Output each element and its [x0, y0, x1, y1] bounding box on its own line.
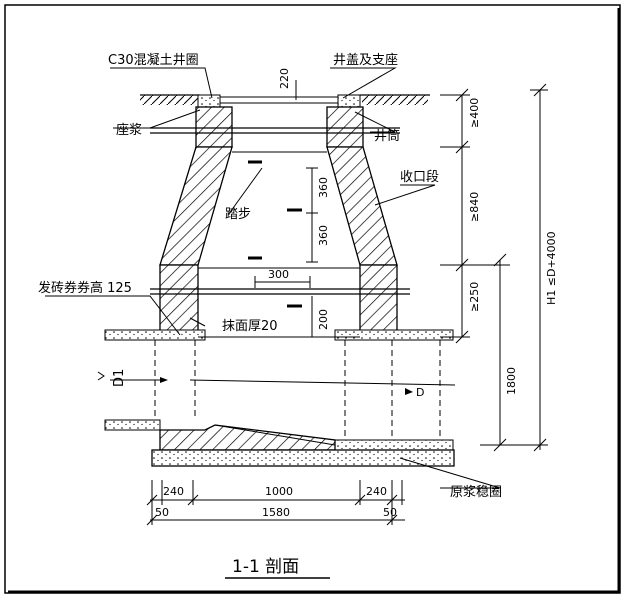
- dim-250: ≥250: [468, 282, 481, 312]
- dim-360-lower: 360: [317, 225, 330, 246]
- taper-wall-right: [326, 146, 398, 266]
- dim-1800: 1800: [505, 367, 518, 395]
- dim-220: 220: [278, 68, 291, 89]
- pipe-outlet-axis: [189, 379, 456, 386]
- label-pipe-inlet: D1: [112, 369, 127, 387]
- dim-1000: 1000: [265, 485, 293, 498]
- dim-240-left: 240: [163, 485, 184, 498]
- label-taper: 收口段: [400, 170, 439, 185]
- concrete-ring-right: [337, 94, 361, 108]
- break-lines: [150, 127, 410, 295]
- inner-dimensions: [254, 80, 318, 337]
- dim-400: ≥400: [468, 98, 481, 128]
- drawing-title: 1-1 剖面: [232, 557, 299, 577]
- label-concrete-ring: C30混凝土井圈: [108, 52, 199, 68]
- dim-240-right: 240: [366, 485, 387, 498]
- dim-200: 200: [317, 309, 330, 330]
- label-pipe-outlet: D: [416, 386, 424, 399]
- bottom-dimensions: [146, 480, 405, 526]
- manhole-cover: [219, 96, 339, 104]
- label-cover: 井盖及支座: [333, 53, 398, 68]
- dim-840: ≥840: [468, 192, 481, 222]
- dim-1580: 1580: [262, 506, 290, 519]
- step-leader: [227, 167, 263, 216]
- dim-50-right: 50: [383, 506, 397, 519]
- leader-lines: [45, 67, 501, 489]
- dim-300: 300: [268, 268, 289, 281]
- dim-h1: H1 ≤D+4000: [545, 231, 558, 305]
- right-dimensions: [440, 83, 548, 452]
- label-step: 踏步: [225, 207, 251, 222]
- ladder-steps: [248, 160, 302, 308]
- label-plaster: 抹面厚20: [222, 319, 278, 334]
- dim-50-left: 50: [155, 506, 169, 519]
- dim-360-upper: 360: [317, 177, 330, 198]
- lower-wall-left: [159, 264, 199, 338]
- outlet-pipe: [334, 329, 454, 451]
- label-shaft: 井筒: [374, 128, 400, 144]
- taper-wall-left: [159, 146, 233, 266]
- label-foundation: 原浆稳圈: [450, 484, 502, 500]
- pipe-hidden-lines: [154, 340, 441, 440]
- label-mortar: 座浆: [116, 123, 142, 138]
- lower-wall-right: [359, 264, 398, 338]
- foundation-slab: [151, 449, 455, 467]
- ground-surface: [140, 94, 430, 105]
- label-arch: 发砖券券高 125: [38, 280, 132, 296]
- concrete-ring-left: [197, 94, 221, 108]
- channel-bench: [159, 424, 336, 451]
- shaft-wall-left: [195, 106, 233, 148]
